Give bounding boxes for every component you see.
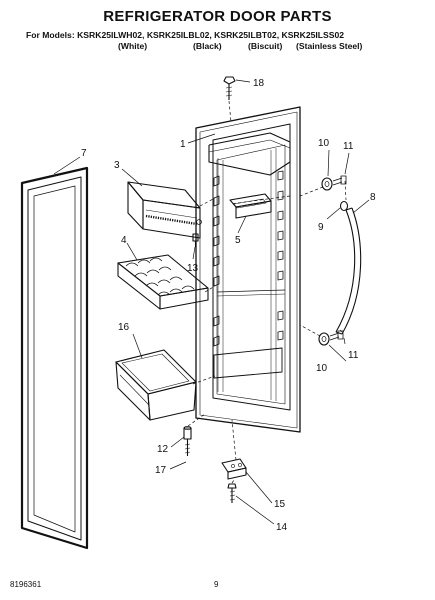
- page-title: REFRIGERATOR DOOR PARTS: [103, 8, 332, 25]
- callout-9: 9: [318, 222, 324, 233]
- callout-11-lower: 11: [348, 350, 359, 361]
- callout-7: 7: [81, 148, 87, 159]
- callout-1: 1: [180, 139, 186, 150]
- callout-15: 15: [274, 499, 286, 510]
- callout-14: 14: [276, 522, 288, 533]
- top-screw-part: [223, 76, 236, 100]
- leader-lines: [53, 79, 370, 525]
- callout-numbers: 1 3 4 5 7 8 9 10 11 12 13 14 15 16 17 18…: [81, 78, 376, 533]
- callout-5: 5: [235, 235, 241, 246]
- bottom-screw-part: [227, 483, 237, 503]
- door-handle-part: [335, 207, 362, 335]
- egg-tray-part: [117, 254, 209, 310]
- door-gasket-part: [20, 166, 89, 550]
- callout-10-lower: 10: [316, 363, 328, 374]
- handle-mount-upper-part: [321, 175, 347, 191]
- callout-10-upper: 10: [318, 138, 330, 149]
- variant-stainless-steel: (Stainless Steel): [296, 41, 363, 51]
- page-number: 9: [214, 580, 219, 589]
- door-liner-part: [195, 106, 301, 433]
- callout-17: 17: [155, 465, 167, 476]
- variant-biscuit: (Biscuit): [248, 41, 283, 51]
- callout-3: 3: [114, 160, 120, 171]
- dairy-door-pin-part: [192, 233, 199, 247]
- callout-12: 12: [157, 444, 169, 455]
- model-list: For Models: KSRK25ILWH02, KSRK25ILBL02, …: [26, 30, 344, 40]
- large-door-bin-part: [115, 349, 197, 421]
- callout-16: 16: [118, 322, 130, 333]
- handle-end-cap-part: [339, 200, 349, 212]
- bottom-hinge-bracket-part: [221, 458, 247, 480]
- lower-hinge-pin-part: [183, 426, 192, 456]
- callout-18: 18: [253, 78, 265, 89]
- doc-number: 8196361: [10, 580, 42, 589]
- variant-black: (Black): [193, 41, 222, 51]
- dairy-door-part: [127, 181, 202, 239]
- callout-8: 8: [370, 192, 376, 203]
- callout-11-upper: 11: [343, 141, 354, 152]
- alignment-lines: [187, 100, 347, 484]
- callout-13: 13: [187, 263, 199, 274]
- handle-mount-lower-part: [318, 330, 344, 346]
- variant-white: (White): [118, 41, 148, 51]
- callout-4: 4: [121, 235, 127, 246]
- model-numbers: KSRK25ILWH02, KSRK25ILBL02, KSRK25ILBT02…: [77, 30, 345, 40]
- small-door-bin-part: [229, 193, 272, 219]
- for-models-label: For Models:: [26, 30, 75, 40]
